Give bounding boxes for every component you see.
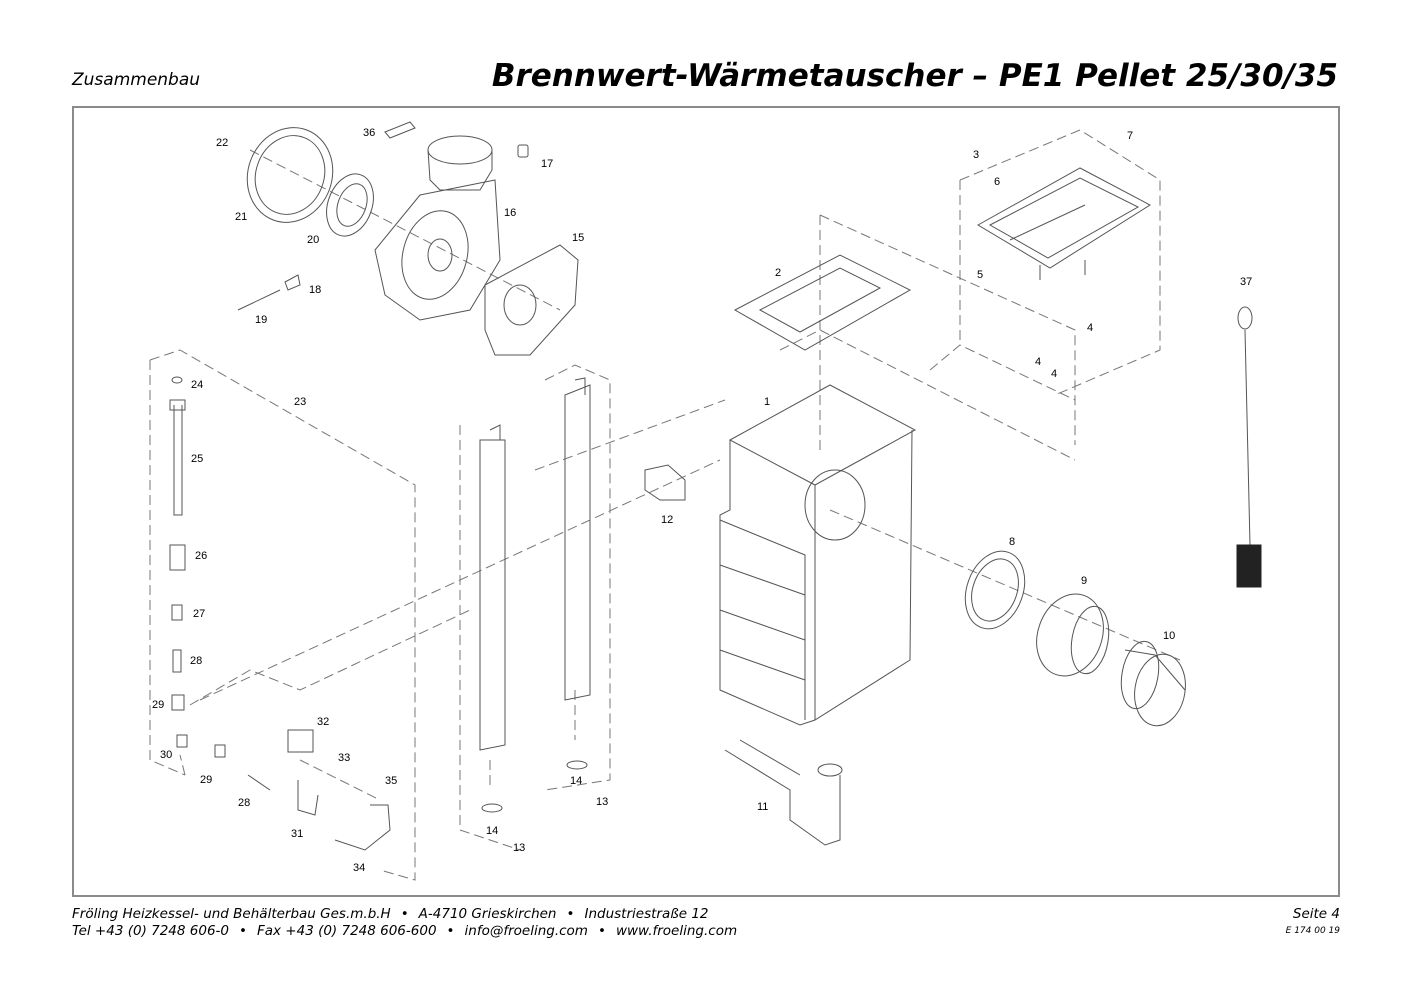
callout-12: 12 [661,514,673,526]
callout-4: 4 [1051,368,1057,380]
callout-26: 26 [195,550,207,562]
page-number: Seite 4 [1292,906,1340,922]
callout-labels: 1 2 3 4 4 4 5 6 7 8 9 10 11 12 13 13 13 … [152,127,1252,874]
footer-address-line: Fröling Heizkessel- und Behälterbau Ges.… [72,906,709,922]
callout-10: 10 [1163,630,1175,642]
callout-37: 37 [1240,276,1252,288]
callout-2: 2 [775,267,781,279]
callout-20: 20 [307,234,319,246]
callout-18: 18 [309,284,321,296]
callout-13: 13 [596,796,608,808]
callout-28: 28 [190,655,202,667]
callout-8: 8 [1009,536,1015,548]
callout-15: 15 [572,232,584,244]
footer-contact-line: Tel +43 (0) 7248 606-0•Fax +43 (0) 7248 … [72,923,738,939]
section-label: Zusammenbau [72,70,201,90]
footer-address: A-4710 Grieskirchen [418,906,557,922]
callout-33: 33 [338,752,350,764]
document-title: Brennwert-Wärmetauscher – PE1 Pellet 25/… [491,58,1338,94]
callout-22: 22 [216,137,228,149]
document-code: E 174 00 19 [1285,926,1340,936]
callout-35: 35 [385,775,397,787]
callout-16: 16 [504,207,516,219]
callout-23: 23 [294,396,306,408]
callout-31: 31 [291,828,303,840]
callout-9: 9 [1081,575,1087,587]
callout-27: 27 [193,608,205,620]
callout-11: 11 [757,801,768,813]
callout-4: 4 [1035,356,1041,368]
footer-fax: Fax +43 (0) 7248 606-600 [256,923,437,939]
callout-14: 14 [570,775,582,787]
callout-4: 4 [1087,322,1093,334]
footer-company: Fröling Heizkessel- und Behälterbau Ges.… [72,906,391,922]
callout-1: 1 [764,396,770,408]
callout-14: 14 [486,825,498,837]
callout-13: 13 [513,842,525,854]
callout-5: 5 [977,269,983,281]
callout-29: 29 [152,699,164,711]
footer-web[interactable]: www.froeling.com [615,923,738,939]
callout-7: 7 [1127,130,1133,142]
callout-21: 21 [235,211,247,223]
callout-19: 19 [255,314,267,326]
footer-email[interactable]: info@froeling.com [464,923,588,939]
drawing-frame [72,106,1340,897]
footer-tel: Tel +43 (0) 7248 606-0 [72,923,229,939]
callout-30: 30 [160,749,172,761]
callout-36: 36 [363,127,375,139]
callout-29: 29 [200,774,212,786]
callout-3: 3 [973,149,979,161]
callout-28: 28 [238,797,250,809]
callout-34: 34 [353,862,365,874]
callout-24: 24 [191,379,203,391]
callout-6: 6 [994,176,1000,188]
callout-32: 32 [317,716,329,728]
callout-17: 17 [541,158,553,170]
footer-street: Industriestraße 12 [584,906,709,922]
callout-25: 25 [191,453,203,465]
